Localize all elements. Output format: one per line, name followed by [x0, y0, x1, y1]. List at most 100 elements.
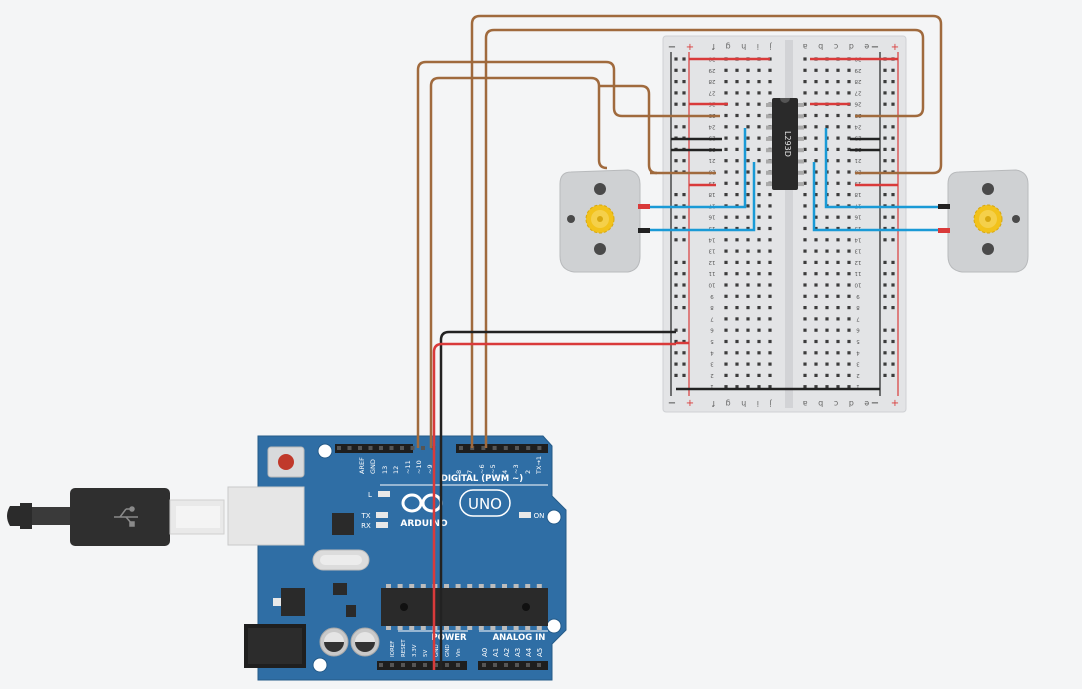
- breadboard-hole[interactable]: [724, 80, 728, 84]
- breadboard-hole[interactable]: [847, 272, 851, 276]
- header-pin[interactable]: [400, 446, 404, 450]
- rail-hole[interactable]: [891, 328, 895, 332]
- rail-hole[interactable]: [674, 125, 678, 129]
- breadboard-hole[interactable]: [746, 147, 750, 151]
- breadboard-hole[interactable]: [735, 91, 739, 95]
- breadboard-hole[interactable]: [847, 80, 851, 84]
- breadboard-hole[interactable]: [757, 306, 761, 310]
- breadboard-hole[interactable]: [735, 362, 739, 366]
- breadboard-hole[interactable]: [814, 362, 818, 366]
- breadboard-hole[interactable]: [724, 260, 728, 264]
- breadboard-hole[interactable]: [746, 238, 750, 242]
- breadboard-hole[interactable]: [768, 294, 772, 298]
- breadboard-hole[interactable]: [847, 339, 851, 344]
- rail-hole[interactable]: [682, 226, 686, 231]
- breadboard-hole[interactable]: [735, 294, 739, 298]
- breadboard-hole[interactable]: [724, 272, 728, 276]
- breadboard-hole[interactable]: [746, 170, 750, 174]
- breadboard-hole[interactable]: [836, 373, 840, 377]
- breadboard-hole[interactable]: [847, 306, 851, 310]
- breadboard-hole[interactable]: [746, 102, 750, 106]
- breadboard-hole[interactable]: [735, 385, 739, 389]
- breadboard-hole[interactable]: [814, 136, 818, 140]
- breadboard-hole[interactable]: [757, 272, 761, 276]
- breadboard-hole[interactable]: [746, 159, 750, 163]
- breadboard-hole[interactable]: [814, 226, 818, 231]
- breadboard-hole[interactable]: [836, 181, 840, 185]
- breadboard-hole[interactable]: [825, 91, 829, 95]
- breadboard-hole[interactable]: [757, 385, 761, 389]
- breadboard-hole[interactable]: [746, 328, 750, 332]
- rail-hole[interactable]: [883, 136, 887, 140]
- wire-blue-motor-left-b[interactable]: [640, 162, 756, 232]
- breadboard-hole[interactable]: [803, 272, 807, 276]
- breadboard-hole[interactable]: [735, 181, 739, 185]
- breadboard-hole[interactable]: [724, 283, 728, 287]
- breadboard-hole[interactable]: [814, 260, 818, 264]
- breadboard-hole[interactable]: [746, 80, 750, 84]
- breadboard-hole[interactable]: [768, 362, 772, 366]
- breadboard-hole[interactable]: [814, 125, 818, 129]
- breadboard-hole[interactable]: [768, 339, 772, 344]
- breadboard-hole[interactable]: [757, 159, 761, 163]
- rail-hole[interactable]: [883, 272, 887, 276]
- breadboard-hole[interactable]: [757, 283, 761, 287]
- breadboard-hole[interactable]: [847, 260, 851, 264]
- breadboard-hole[interactable]: [768, 238, 772, 242]
- rail-hole[interactable]: [883, 260, 887, 264]
- breadboard-hole[interactable]: [768, 283, 772, 287]
- breadboard-hole[interactable]: [803, 362, 807, 366]
- breadboard-hole[interactable]: [814, 385, 818, 389]
- rail-hole[interactable]: [883, 373, 887, 377]
- breadboard-hole[interactable]: [825, 328, 829, 332]
- header-pin[interactable]: [421, 446, 425, 450]
- breadboard-hole[interactable]: [814, 215, 818, 219]
- breadboard-hole[interactable]: [847, 362, 851, 366]
- breadboard-hole[interactable]: [757, 91, 761, 95]
- breadboard-hole[interactable]: [803, 113, 807, 118]
- breadboard-hole[interactable]: [836, 238, 840, 242]
- rail-hole[interactable]: [883, 80, 887, 84]
- breadboard-hole[interactable]: [825, 260, 829, 264]
- breadboard-hole[interactable]: [757, 260, 761, 264]
- rail-hole[interactable]: [674, 294, 678, 298]
- breadboard-hole[interactable]: [814, 170, 818, 174]
- breadboard-hole[interactable]: [803, 181, 807, 185]
- breadboard-hole[interactable]: [836, 125, 840, 129]
- breadboard-hole[interactable]: [757, 215, 761, 219]
- header-pin[interactable]: [459, 446, 463, 450]
- wire-brown-pin6[interactable]: [470, 14, 943, 448]
- header-pin[interactable]: [537, 663, 541, 667]
- rail-hole[interactable]: [674, 102, 678, 106]
- breadboard-hole[interactable]: [803, 170, 807, 174]
- rail-hole[interactable]: [682, 328, 686, 332]
- breadboard-hole[interactable]: [836, 136, 840, 140]
- breadboard-hole[interactable]: [825, 294, 829, 298]
- rail-hole[interactable]: [891, 306, 895, 310]
- breadboard-hole[interactable]: [836, 317, 840, 321]
- breadboard-hole[interactable]: [768, 215, 772, 219]
- breadboard-hole[interactable]: [768, 351, 772, 355]
- breadboard-hole[interactable]: [746, 215, 750, 219]
- breadboard-hole[interactable]: [814, 328, 818, 332]
- breadboard-hole[interactable]: [757, 373, 761, 377]
- wire-brown-pin5[interactable]: [484, 28, 925, 448]
- breadboard-hole[interactable]: [724, 147, 728, 151]
- breadboard-hole[interactable]: [757, 102, 761, 106]
- rail-hole[interactable]: [883, 351, 887, 355]
- rail-hole[interactable]: [682, 238, 686, 242]
- breadboard-hole[interactable]: [724, 238, 728, 242]
- rail-hole[interactable]: [891, 193, 895, 197]
- breadboard-hole[interactable]: [847, 351, 851, 355]
- breadboard-hole[interactable]: [803, 351, 807, 355]
- breadboard-hole[interactable]: [847, 226, 851, 231]
- rail-hole[interactable]: [674, 226, 678, 231]
- breadboard-hole[interactable]: [836, 362, 840, 366]
- breadboard-hole[interactable]: [825, 68, 829, 72]
- rail-hole[interactable]: [682, 215, 686, 219]
- header-pin[interactable]: [537, 446, 542, 450]
- breadboard-hole[interactable]: [847, 249, 851, 253]
- breadboard-hole[interactable]: [735, 373, 739, 377]
- breadboard-hole[interactable]: [746, 294, 750, 298]
- breadboard-hole[interactable]: [825, 215, 829, 219]
